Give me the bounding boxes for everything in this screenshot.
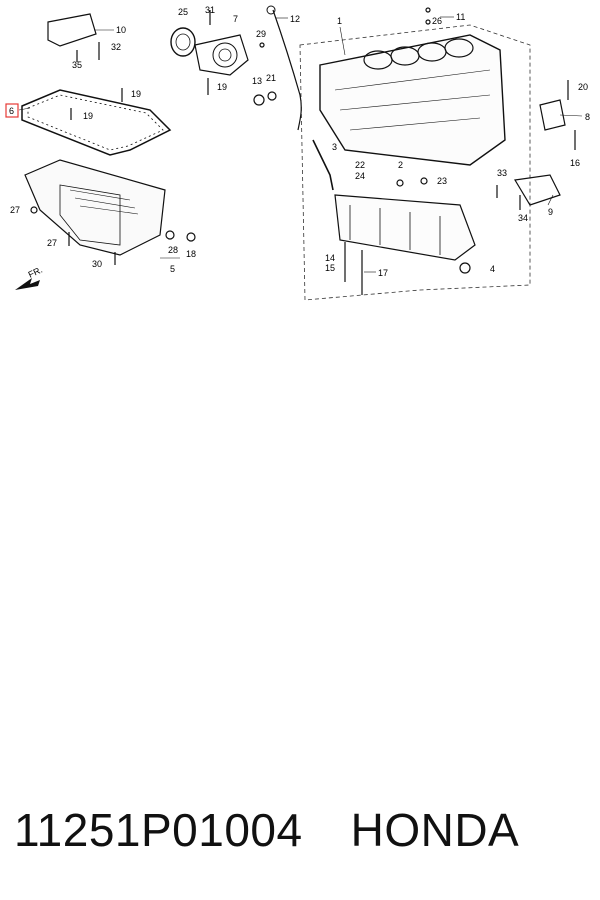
callout-18: 18 [186,249,196,259]
bolts [30,7,576,295]
callout-26: 26 [432,16,442,26]
front-marker: FR. [27,265,44,280]
callout-22: 22 [355,160,365,170]
callout-3: 3 [332,142,337,152]
mount-bracket-9[interactable] [514,174,561,206]
callout-20: 20 [578,82,588,92]
callout-34: 34 [518,213,528,223]
oil-pan-gasket[interactable] [21,89,172,156]
callout-24: 24 [355,171,365,181]
engine-block-parts-diagram: FR. 1 2 4 5 6 7 8 9 10 11 12 13 14 15 16… [5,5,590,301]
oil-seal[interactable] [170,27,196,57]
callout-28: 28 [168,245,178,255]
callout-32: 32 [111,42,121,52]
callout-14: 14 [325,253,335,263]
block-group-outline [299,24,531,301]
callout-25: 25 [178,7,188,17]
callout-5: 5 [170,264,175,274]
callout-15: 15 [325,263,335,273]
bracket-8[interactable] [539,99,566,131]
part-number: 11251P01004 [14,804,303,856]
leader-lines [18,16,583,273]
callout-17: 17 [378,268,388,278]
callout-8: 8 [585,112,590,122]
callout-4: 4 [490,264,495,274]
dipstick-tube[interactable] [312,139,334,191]
main-bearing-caps[interactable] [334,194,476,261]
callout-30: 30 [92,259,102,269]
callout-23: 23 [437,176,447,186]
bracket-10[interactable] [47,13,97,47]
callout-2: 2 [398,160,403,170]
callout-19c: 19 [217,82,227,92]
oil-pan[interactable] [24,159,166,256]
callout-31: 31 [205,5,215,15]
callout-1: 1 [337,16,342,26]
callout-27a: 27 [10,205,20,215]
callout-19b: 19 [83,111,93,121]
callout-7: 7 [233,14,238,24]
callout-29: 29 [256,29,266,39]
front-arrow: FR. [15,265,44,290]
callout-21: 21 [266,73,276,83]
callout-13: 13 [252,76,262,86]
dipstick[interactable] [272,9,302,131]
callout-33: 33 [497,168,507,178]
callout-35: 35 [72,60,82,70]
engine-block[interactable] [319,34,506,166]
callout-11: 11 [456,12,465,22]
callout-10: 10 [116,25,126,35]
rear-seal-housing[interactable] [194,34,249,76]
callout-27b: 27 [47,238,57,248]
callout-9: 9 [548,207,553,217]
highlight-box [5,103,19,118]
callout-labels: 1 2 4 5 6 7 8 9 10 11 12 13 14 15 16 17 … [9,5,590,278]
callout-19a: 19 [131,89,141,99]
callout-6: 6 [9,106,14,116]
caption: 11251P01004 HONDA [14,800,594,860]
brand-name: HONDA [350,804,520,856]
callout-16: 16 [570,158,580,168]
callout-12: 12 [290,14,300,24]
